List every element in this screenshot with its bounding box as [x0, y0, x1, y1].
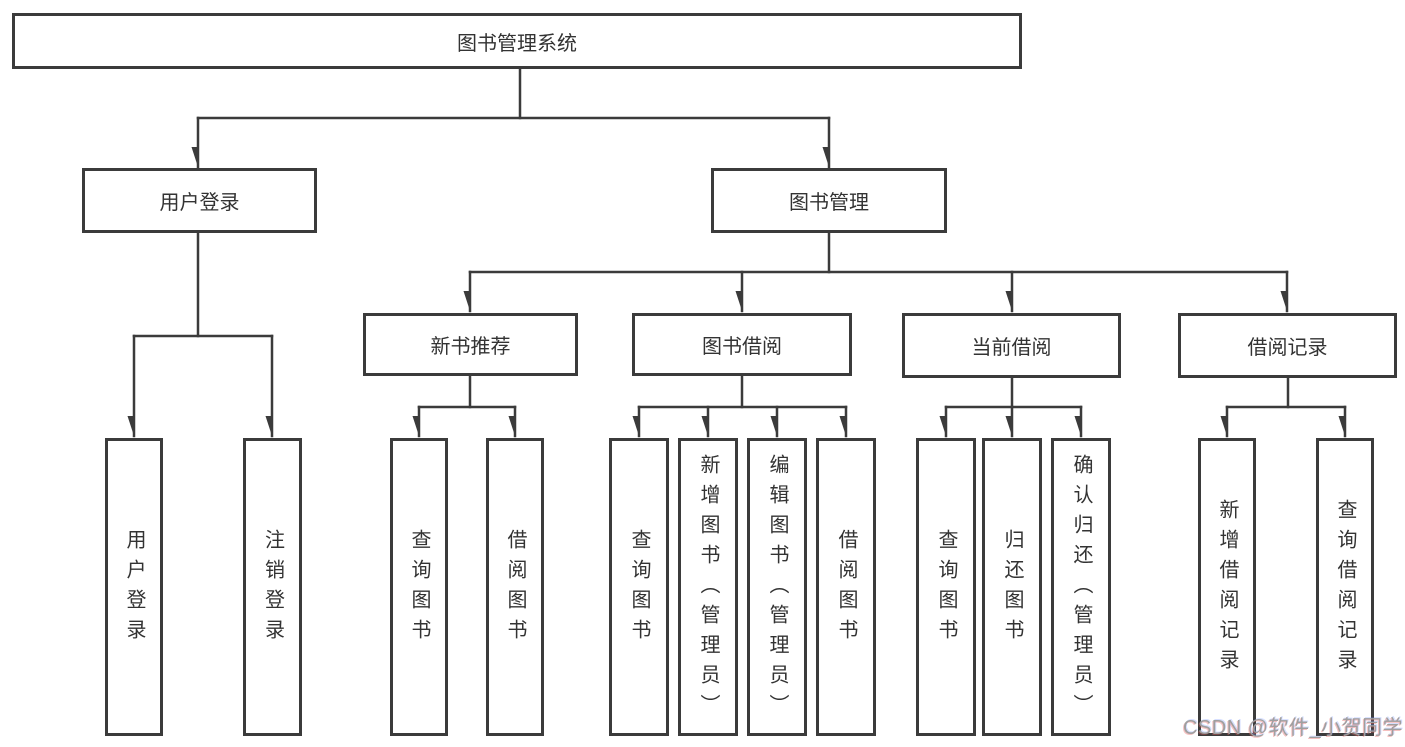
node-root: 图书管理系统 [12, 13, 1022, 69]
node-leaf-nb-query-books: 查询图书 [390, 438, 448, 736]
csdn-watermark: CSDN @软件_小贺同学 [1183, 717, 1404, 739]
node-book-borrow: 图书借阅 [632, 313, 852, 376]
node-leaf-nb-borrow-books: 借阅图书 [486, 438, 544, 736]
node-leaf-bb-edit-books-admin: 编辑图书（管理员） [747, 438, 807, 736]
node-borrow-records: 借阅记录 [1178, 313, 1397, 378]
node-leaf-bb-add-books-admin: 新增图书（管理员） [678, 438, 738, 736]
node-leaf-cb-query-books: 查询图书 [916, 438, 976, 736]
node-leaf-cb-return-books: 归还图书 [982, 438, 1042, 736]
node-book-management: 图书管理 [711, 168, 947, 233]
node-new-book-recommend: 新书推荐 [363, 313, 578, 376]
node-leaf-user-login: 用户登录 [105, 438, 163, 736]
node-leaf-logout: 注销登录 [243, 438, 302, 736]
node-leaf-cb-confirm-return-admin: 确认归还（管理员） [1051, 438, 1111, 736]
node-leaf-br-query-record: 查询借阅记录 [1316, 438, 1374, 736]
node-current-borrow: 当前借阅 [902, 313, 1121, 378]
node-leaf-br-add-record: 新增借阅记录 [1198, 438, 1256, 736]
node-leaf-bb-borrow-books: 借阅图书 [816, 438, 876, 736]
node-leaf-bb-query-books: 查询图书 [609, 438, 669, 736]
node-user-login: 用户登录 [82, 168, 317, 233]
